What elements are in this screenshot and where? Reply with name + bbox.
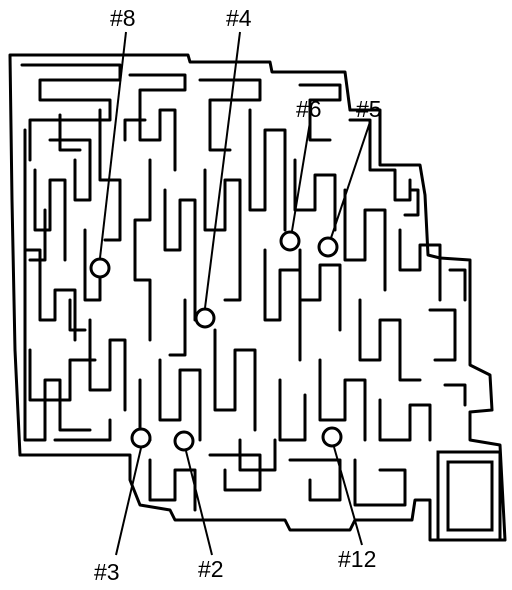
check-ball-2 <box>173 430 195 452</box>
left-passages <box>20 63 127 442</box>
check-ball-8 <box>89 257 111 279</box>
callout-label-4: #4 <box>226 5 252 31</box>
check-ball-4 <box>194 307 216 329</box>
callout-label-8: #8 <box>110 5 136 31</box>
leader-line-8 <box>99 31 127 259</box>
leader-lines <box>99 31 371 556</box>
leader-line-2 <box>185 450 213 556</box>
leader-line-3 <box>115 447 142 556</box>
leader-line-6 <box>291 121 311 232</box>
callout-label-2: #2 <box>198 556 224 582</box>
check-ball-3 <box>130 427 152 449</box>
check-balls <box>89 230 343 452</box>
check-ball-6 <box>279 230 301 252</box>
right-passages <box>278 83 467 507</box>
callout-label-12: #12 <box>338 546 376 572</box>
center-passages <box>123 73 302 512</box>
leader-line-4 <box>204 31 241 309</box>
leader-line-5 <box>330 121 371 239</box>
callout-label-6: #6 <box>296 96 322 122</box>
callout-label-5: #5 <box>356 96 382 122</box>
leader-line-12 <box>333 446 363 546</box>
callout-labels: #8 #4 #6 #5 #3 #2 #12 <box>94 5 382 585</box>
check-ball-5 <box>317 236 339 258</box>
check-ball-12 <box>321 426 343 448</box>
callout-label-3: #3 <box>94 559 120 585</box>
lower-right-block <box>436 450 502 542</box>
